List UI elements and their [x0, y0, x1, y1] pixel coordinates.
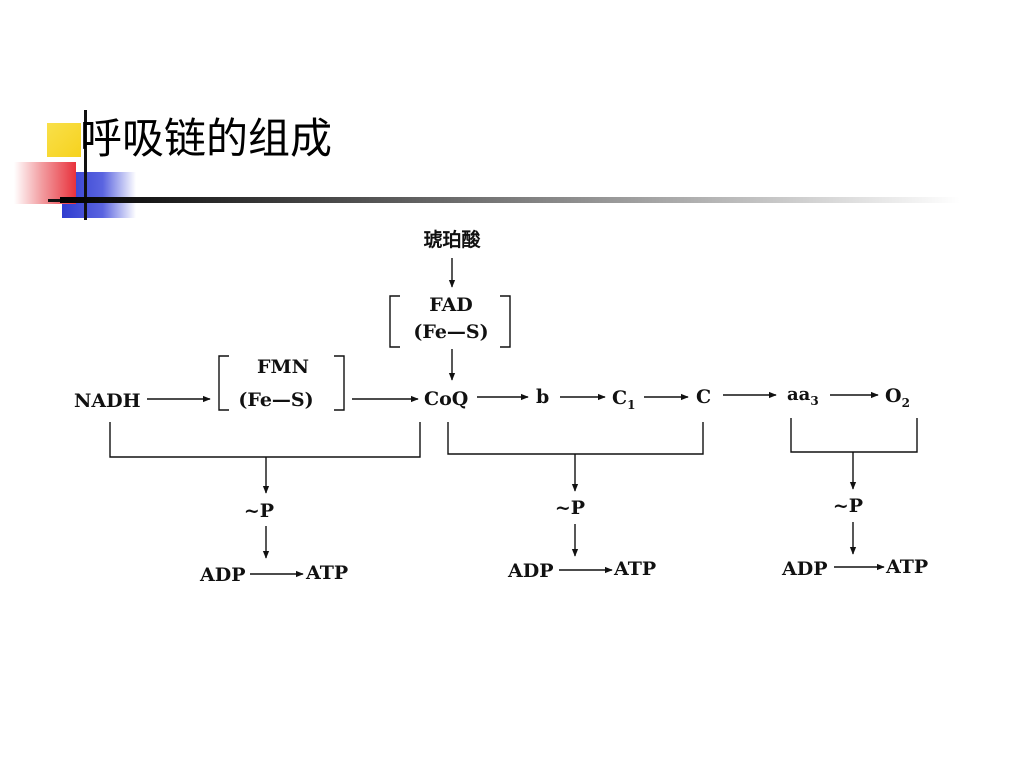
atp-label-2: ATP [613, 558, 656, 580]
oxygen-label: O2 [885, 385, 910, 410]
atp-label-3: ATP [885, 556, 928, 578]
cytochrome-aa3-label: aa3 [787, 384, 819, 408]
fad-bracket-left [389, 295, 400, 348]
fad-bracket-right [500, 295, 511, 348]
coupling-bracket-3 [790, 418, 918, 453]
deco-yellow-square [47, 123, 81, 157]
fad-fes-label: (Fe—S) [413, 321, 488, 343]
cytochrome-b-label: b [536, 386, 549, 408]
slide-title: 呼吸链的组成 [80, 114, 333, 163]
atp-label-1: ATP [305, 562, 348, 584]
fmn-fes-label: (Fe—S) [238, 389, 313, 411]
high-energy-phosphate-1: ~P [244, 500, 274, 522]
adp-label-2: ADP [507, 560, 554, 582]
deco-vertical-line [84, 110, 87, 220]
coq-label: CoQ [424, 388, 468, 410]
nadh-label: NADH [74, 390, 141, 412]
high-energy-phosphate-2: ~P [555, 497, 585, 519]
fad-label: FAD [429, 294, 473, 316]
cytochrome-c-label: C [696, 386, 711, 408]
fmn-label: FMN [257, 356, 309, 378]
title-underline [60, 197, 960, 203]
fmn-bracket-right [334, 355, 345, 411]
cytochrome-c1-label: C1 [612, 387, 635, 412]
fmn-bracket-left [218, 355, 229, 411]
succinate-label: 琥珀酸 [423, 228, 481, 251]
high-energy-phosphate-3: ~P [833, 495, 863, 517]
adp-label-3: ADP [781, 558, 828, 580]
adp-label-1: ADP [199, 564, 246, 586]
coupling-bracket-2 [447, 422, 704, 455]
coupling-bracket-1 [109, 422, 421, 458]
